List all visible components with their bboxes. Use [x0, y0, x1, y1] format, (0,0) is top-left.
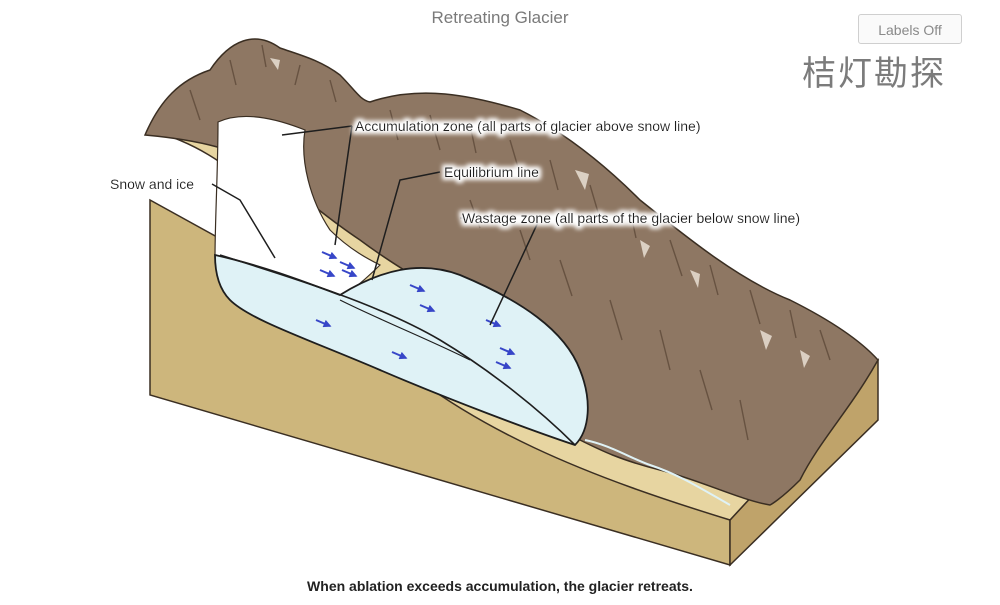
label-wastage-zone: Wastage zone (all parts of the glacier b…	[462, 210, 800, 226]
watermark-text: 桔灯勘探	[802, 54, 946, 94]
labels-toggle-button[interactable]: Labels Off	[858, 14, 962, 44]
rock-highlights	[270, 58, 810, 368]
diagram-caption: When ablation exceeds accumulation, the …	[307, 578, 693, 594]
flow-arrows	[315, 251, 516, 370]
snow-field	[214, 115, 382, 301]
leader-lines	[211, 125, 542, 326]
glacier-ice	[214, 253, 589, 447]
rock-texture	[189, 44, 831, 441]
label-accumulation-zone: Accumulation zone (all parts of glacier …	[355, 118, 701, 134]
diagram-title: Retreating Glacier	[431, 8, 569, 27]
meltwater-stream	[584, 439, 731, 506]
equilibrium-boundary	[339, 299, 471, 361]
label-equilibrium-line: Equilibrium line	[444, 164, 539, 180]
ice-flow-line	[219, 254, 576, 446]
label-snow-and-ice: Snow and ice	[110, 176, 194, 192]
